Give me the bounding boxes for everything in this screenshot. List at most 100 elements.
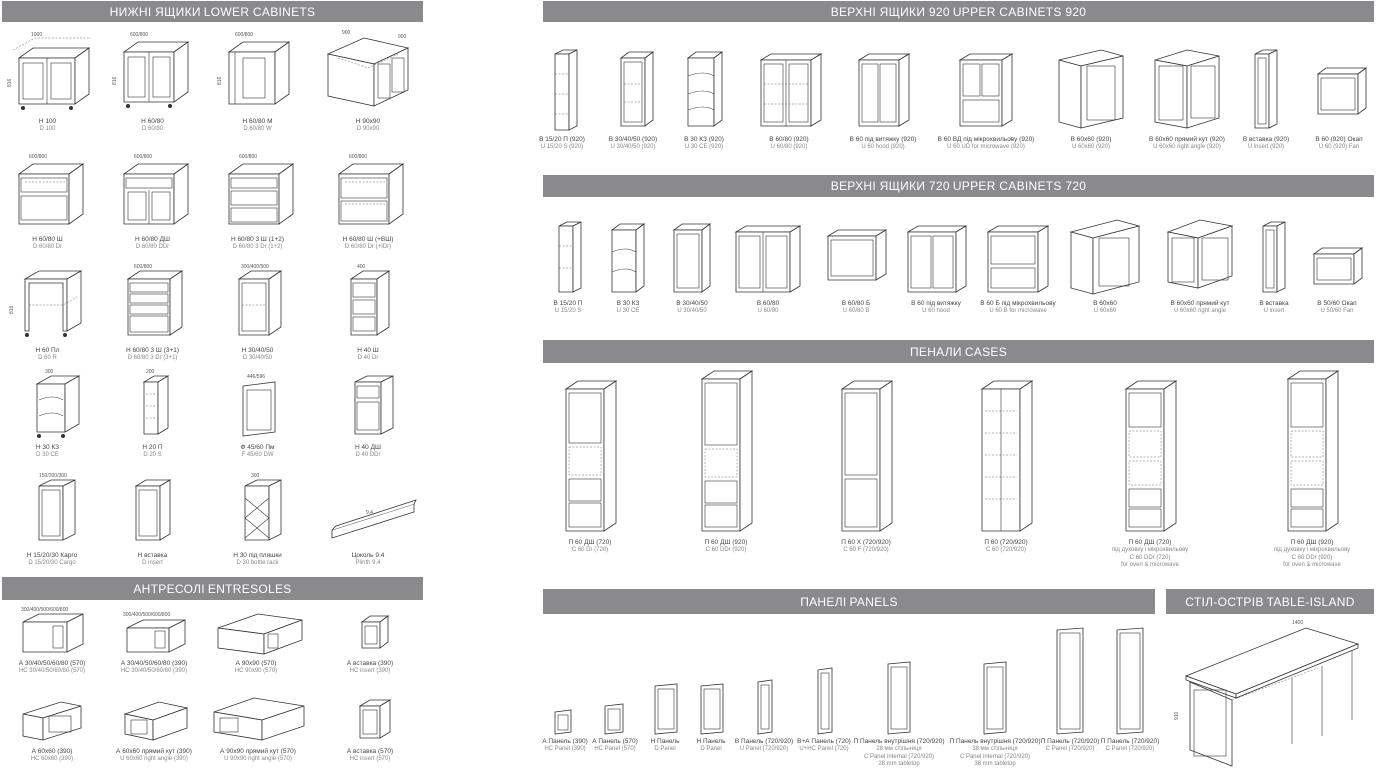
upper-720-item: В 30/40/50 U 30/40/50 <box>660 216 724 316</box>
item-code-ua: А Панель (570) <box>592 738 638 745</box>
entresol-item: 300/400/500/600/800 А 30/40/50/60/80 (57… <box>2 607 102 676</box>
entresol-item: А 90х90 (570) HC 90х90 (570) <box>206 608 306 676</box>
item-code-en: U 60 hood <box>922 308 950 314</box>
item-code-en: U 60х60 right angle (390) <box>120 756 188 762</box>
header-ua: ВЕРХНІ ЯЩИКИ 720 <box>830 179 950 193</box>
item-code-ua: А вставка (390) <box>346 660 394 667</box>
cabinet-drawing <box>1316 67 1368 115</box>
item-code-en: під духовку і мікрохвильову <box>1111 547 1189 553</box>
item-code-ua: А 30/40/50/60/80 (390) <box>120 660 188 667</box>
cabinet-item: 816 Н 60 Пл D 60 R <box>0 265 95 363</box>
item-code-en: U 30 CE <box>616 308 640 314</box>
item-code-en: U Panel (720/920) <box>739 746 789 752</box>
header-ua: НИЖНІ ЯЩИКИ <box>109 4 201 19</box>
item-code-ua: Н 30 під пляшки <box>233 552 282 559</box>
cabinet-drawing <box>1058 49 1124 129</box>
cabinet-item: 200 Н 20 П D 20 S <box>105 369 200 460</box>
item-code-en: U 30/40/50 (920) <box>610 144 656 150</box>
entresol-item: 300/400/500/600/800 А 30/40/50/60/80 (39… <box>104 608 204 676</box>
item-code-en: U 60 UD for microwave (920) <box>947 144 1025 150</box>
panel-item: П Панель (720/920) C Panel (720/920) <box>1100 622 1160 754</box>
panel-drawing <box>654 683 678 735</box>
cabinet-drawing <box>558 221 582 293</box>
item-code-ua: Н Панель <box>650 738 680 745</box>
item-code-ua: В 60х60 прямий кут (920) <box>1149 136 1225 143</box>
item-code-ua: Н 40 Ш <box>357 347 379 354</box>
svg-text:400: 400 <box>357 264 366 270</box>
item-code-ua: Н 60/80 <box>141 118 164 125</box>
svg-text:200: 200 <box>146 369 155 375</box>
item-code-en: U 50/60 Fan <box>1320 308 1354 314</box>
case-item: П 60 ДШ (720) C 60 Dr (720) <box>540 375 640 555</box>
item-code-ua: Н 30 КЗ <box>35 444 60 451</box>
panel-drawing <box>887 661 911 735</box>
cabinet-drawing: 816 <box>9 270 83 337</box>
item-code-ua: Н 60/80 Ш (+ВШ) <box>342 236 394 243</box>
item-code-ua: Н 40 ДШ <box>355 444 381 451</box>
item-code-en: 38 мм стільниця <box>972 746 1018 752</box>
item-code-ua: П Панель (720/920) <box>1040 738 1100 745</box>
item-code-en: D 30/40/50 <box>242 355 273 361</box>
case-item: П 60 Х (720/920) C 60 F (720/920) <box>816 375 916 555</box>
upper-920-item: В 60 ВД під мікрохвильову (920) U 60 UD … <box>932 44 1040 152</box>
item-code-en: U 60х60 right angle <box>1173 308 1227 314</box>
item-code-ua: Н Панель <box>696 738 726 745</box>
item-code-en: U insert (920) <box>1247 144 1285 150</box>
cabinet-drawing <box>610 223 646 293</box>
item-code-ua: В 15/20 П <box>553 300 583 307</box>
cabinet-item: 600/800 Н 60/80 3 Ш (3+1) D 60/80 3 Dr (… <box>105 264 200 363</box>
svg-text:600/800: 600/800 <box>134 264 152 270</box>
item-code-en: U 60/80 <box>757 308 779 314</box>
cabinet-item: 300 Н 30 під пляшки D 30 bottle rack <box>210 473 305 568</box>
item-code-en: U 60 (920) Fan <box>1318 144 1360 150</box>
item-code-en: D 60 R <box>38 355 57 361</box>
item-code-en: U 60/80 B <box>842 308 870 314</box>
item-code-en: D 40 Dr <box>357 355 379 361</box>
panel-drawing <box>604 703 624 735</box>
item-code-en: HC 90х90 (570) <box>234 668 278 674</box>
cabinet-drawing <box>672 223 712 293</box>
case-item: П 60 ДШ (920) C 60 DDr (920) <box>676 365 776 555</box>
cabinet-item: 300 Н 30 КЗ D 30 CE <box>0 369 95 460</box>
item-code-extra: C 60 DDr (720) <box>1129 554 1171 561</box>
item-code-extra2: 28 mm tabletop <box>878 761 920 767</box>
svg-text:816: 816 <box>112 76 118 85</box>
item-code-ua: Н 60/80 Ш <box>32 236 63 243</box>
item-code-en: U 60х60 (920) <box>1071 144 1111 150</box>
item-code-ua: А 60х60 прямий кут (390) <box>116 748 192 755</box>
upper-920-item: В вставка (920) U insert (920) <box>1236 44 1296 152</box>
panel-drawing <box>554 709 572 735</box>
item-code-en: HC 30/40/50/60/80 (570) <box>18 668 86 674</box>
item-code-en: D 30 CE <box>36 452 59 458</box>
item-code-ua: А вставка (570) <box>346 748 394 755</box>
svg-text:9.4: 9.4 <box>366 510 373 516</box>
cabinet-drawing: 600/800 <box>126 264 183 336</box>
item-code-ua: В 60 (920) Окап <box>1315 136 1363 143</box>
cabinet-item: 600/800 Н 60/80 ДШ D 60/80 DDr <box>105 152 200 252</box>
item-code-ua: В+А Панель (720) <box>797 738 851 745</box>
item-code-en: U 60 B for microwave <box>989 308 1047 314</box>
upper-920-item: В 60 під витяжку (920) U 60 hood (920) <box>842 44 924 152</box>
item-code-ua: П 60 (720/920) <box>984 539 1028 546</box>
item-code-ua: Н 15/20/30 Карго <box>26 552 78 559</box>
upper-920-item: В 30/40/50 (920) U 30/40/50 (920) <box>598 44 668 152</box>
entresol-drawing <box>213 697 305 741</box>
item-code-en: HC Panel (570) <box>594 746 636 752</box>
item-code-en: D 30 bottle rack <box>236 560 279 566</box>
item-code-en: U 60/80 (920) <box>770 144 808 150</box>
item-code-en: C 60 (720/920) <box>985 547 1027 553</box>
panel-drawing <box>817 667 833 735</box>
upper-720-item: В 50/60 Окап U 50/60 Fan <box>1302 216 1372 316</box>
upper-920-item: В 60/80 (920) U 60/80 (920) <box>746 44 832 152</box>
case-item: П 60 ДШ (920) під духовку і мікрохвильов… <box>1262 365 1362 570</box>
item-code-ua: А 90х90 (570) <box>235 660 277 667</box>
item-code-ua: В 60/80 Б <box>841 300 871 307</box>
upper-920-item: В 15/20 П (920) U 15/20 S (920) <box>534 44 590 152</box>
cabinet-drawing <box>686 51 724 127</box>
entresol-item: А 90х90 прямий кут (570) U 90х90 right a… <box>206 694 310 764</box>
